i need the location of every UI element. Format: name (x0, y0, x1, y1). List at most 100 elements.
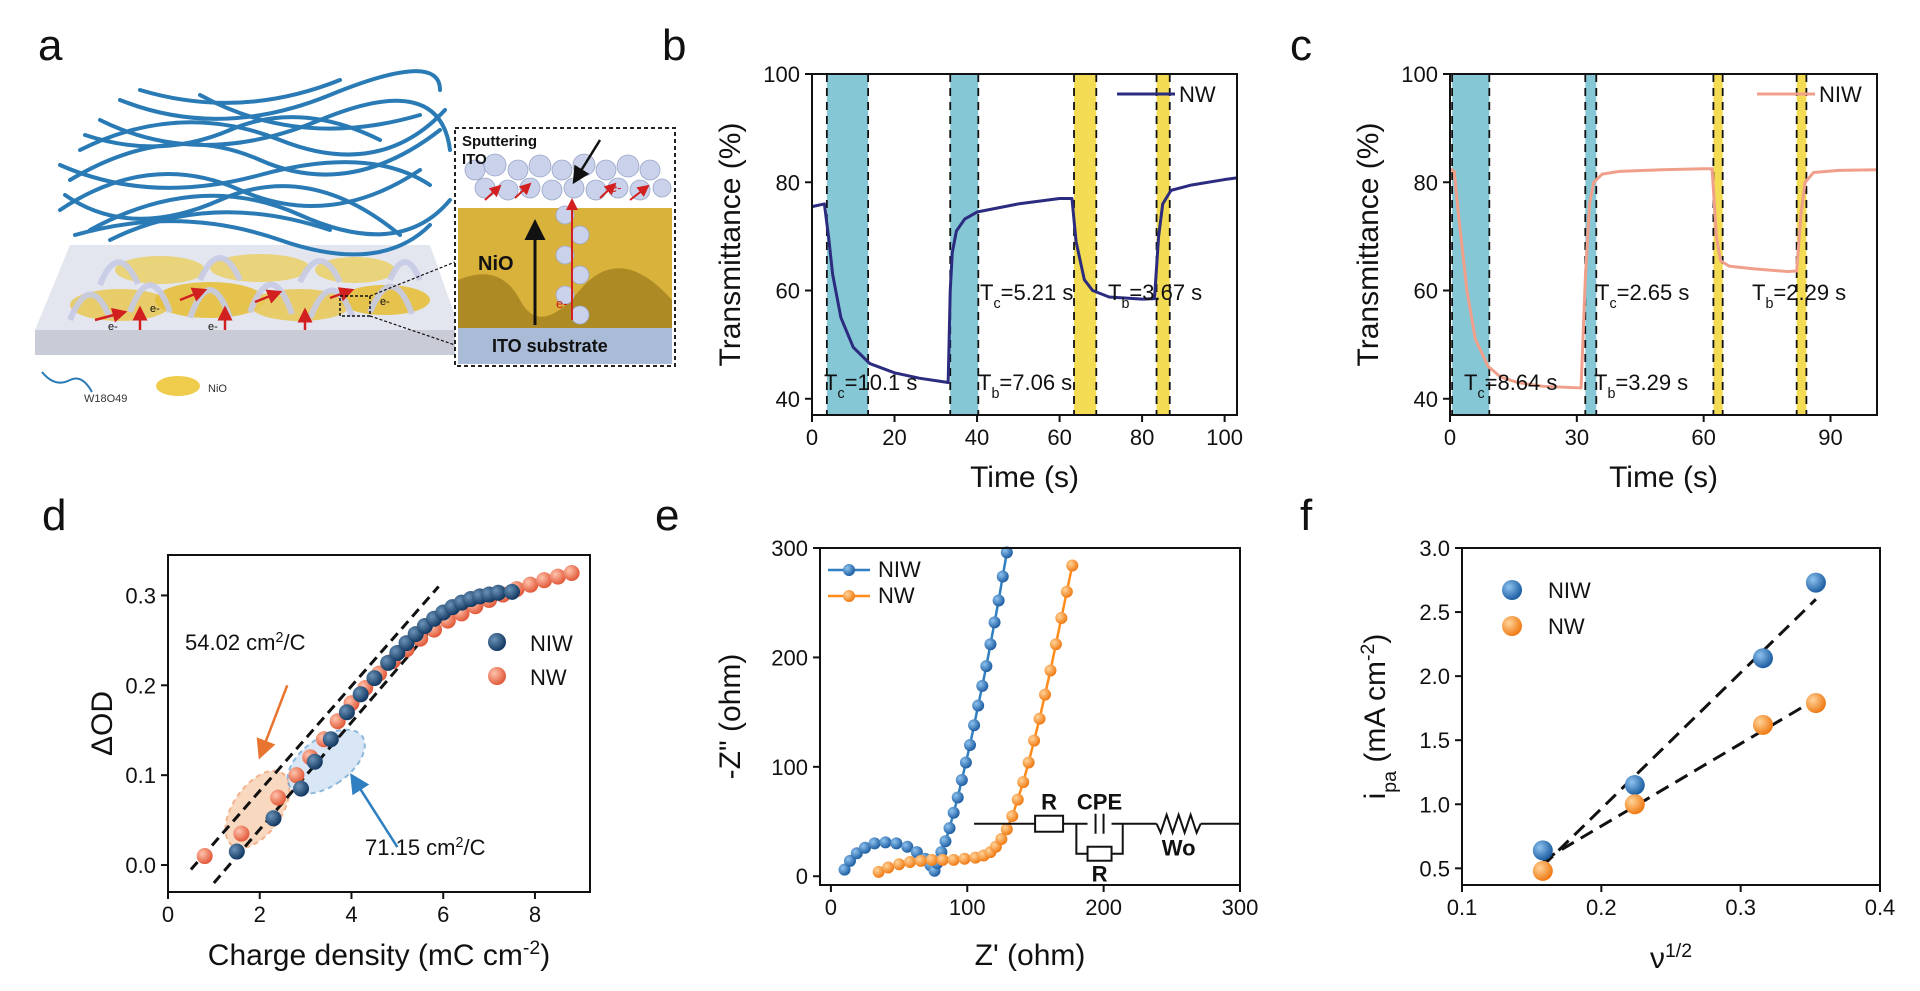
legend-label-NIW: NIW (1548, 578, 1591, 603)
data-point-NW (1055, 612, 1068, 625)
data-point-NW (936, 853, 949, 866)
data-point-NIW (972, 699, 985, 712)
data-point-NW (872, 865, 885, 878)
legend-marker-NIW (1502, 580, 1522, 600)
annotation-arrow-nw (256, 684, 289, 760)
legend-label-nw: NW (530, 665, 567, 690)
data-point-NW (288, 767, 305, 784)
data-point-NIW (988, 616, 1001, 629)
data-point-NW (1000, 823, 1013, 836)
plot-frame (819, 547, 1241, 886)
legend-nanowire-symbol (41, 371, 93, 393)
data-point-NW (549, 568, 566, 585)
cyan-band (1452, 74, 1490, 415)
data-point-NW (995, 833, 1008, 846)
x-tick-label: 20 (882, 425, 906, 450)
y-tick-label: 60 (1414, 279, 1438, 304)
y-tick-label: 0 (796, 864, 808, 889)
data-point-NW (904, 856, 916, 869)
circuit-label-r2: R (1092, 862, 1108, 887)
data-point-NW (1039, 688, 1051, 701)
y-tick-label: 0.3 (125, 583, 156, 608)
linear-fit-line (189, 585, 440, 871)
data-point-NW (958, 852, 971, 865)
legend-marker-nw (488, 667, 506, 685)
panel-label-d: d (42, 491, 66, 540)
data-point-NW (1066, 559, 1079, 572)
switch-time-annotation: Tb=2.29 s (1752, 280, 1846, 312)
data-point-NIW (352, 686, 369, 703)
data-point-NW (947, 853, 960, 866)
x-tick-label: 4 (345, 902, 357, 927)
data-point-NIW (1752, 648, 1773, 669)
y-axis-label: ΔOD (86, 691, 119, 756)
legend-label: NIW (1819, 82, 1862, 107)
data-point-NW (1060, 585, 1073, 598)
y-tick-label: 1.0 (1419, 792, 1450, 817)
panel-label-c: c (1290, 21, 1312, 70)
data-point-NIW (980, 660, 993, 673)
data-point-NIW (228, 843, 245, 860)
data-point-NIW (964, 738, 976, 751)
y-tick-label: 0.2 (125, 673, 156, 698)
switch-time-annotation: Tc=8.64 s (1464, 370, 1557, 402)
plot-frame (1449, 73, 1878, 416)
plot-frame (811, 73, 1238, 416)
y-tick-label: 1.5 (1419, 728, 1450, 753)
svg-text:e-: e- (208, 321, 218, 333)
data-point-NIW (844, 854, 856, 867)
y-tick-label: 200 (771, 645, 808, 670)
panel-label-e: e (655, 491, 679, 540)
switch-time-annotation: Tc=10.1 s (824, 370, 917, 402)
inset-electron-arrows (484, 182, 650, 320)
panel-label-b: b (662, 21, 686, 70)
switch-time-annotation: Tb=3.67 s (1108, 280, 1202, 312)
data-point-NIW (306, 753, 323, 770)
panel-label-a: a (38, 21, 63, 70)
data-point-NIW (322, 731, 339, 748)
data-point-NW (893, 858, 906, 871)
x-tick-label: 200 (1085, 895, 1122, 920)
slope-annotation-nw: 54.02 cm2/C (185, 630, 306, 655)
schematic-illustration: e- e- e- e- (35, 69, 676, 405)
data-point-NIW (838, 863, 851, 876)
data-point-NIW (968, 719, 981, 732)
data-point-NIW (293, 780, 310, 797)
data-point-NW (1006, 810, 1019, 823)
x-tick-label: 0 (1444, 425, 1456, 450)
data-point-NIW (959, 756, 972, 769)
y-tick-label: 100 (1401, 62, 1438, 87)
electron-labels-bottom: e- e- e- e- (108, 296, 390, 333)
data-point-NIW (951, 791, 964, 804)
x-tick-label: 60 (1691, 425, 1715, 450)
niw-highlight-ellipse (286, 728, 366, 795)
legend-label-NW: NW (878, 583, 915, 608)
data-point-NW (233, 825, 250, 842)
data-point-NW (270, 789, 287, 806)
legend-marker-NW (843, 590, 855, 602)
switch-time-annotation: Tb=3.29 s (1594, 370, 1688, 402)
data-point-NIW (984, 638, 997, 651)
x-tick-label: 100 (949, 895, 986, 920)
data-point-NIW (1000, 546, 1013, 559)
data-point-NW (1049, 638, 1062, 651)
data-point-NW (563, 564, 580, 581)
ito-substrate-block (458, 328, 672, 364)
panel-label-f: f (1300, 491, 1313, 540)
legend-label: NW (1179, 82, 1216, 107)
x-tick-label: 100 (1206, 425, 1243, 450)
svg-text:e-: e- (556, 296, 568, 311)
data-point-NW (914, 854, 927, 867)
x-axis-label: Time (s) (1609, 461, 1718, 494)
x-axis-label: Charge density (mC cm-2) (208, 937, 550, 972)
data-point-NIW (338, 704, 355, 721)
x-tick-label: 6 (437, 902, 449, 927)
electron-arrows-bottom (94, 287, 355, 330)
annotation-arrow-niw (350, 773, 399, 848)
legend-label-NW: NW (1548, 614, 1585, 639)
x-axis-label: ν1/2 (1650, 940, 1692, 975)
